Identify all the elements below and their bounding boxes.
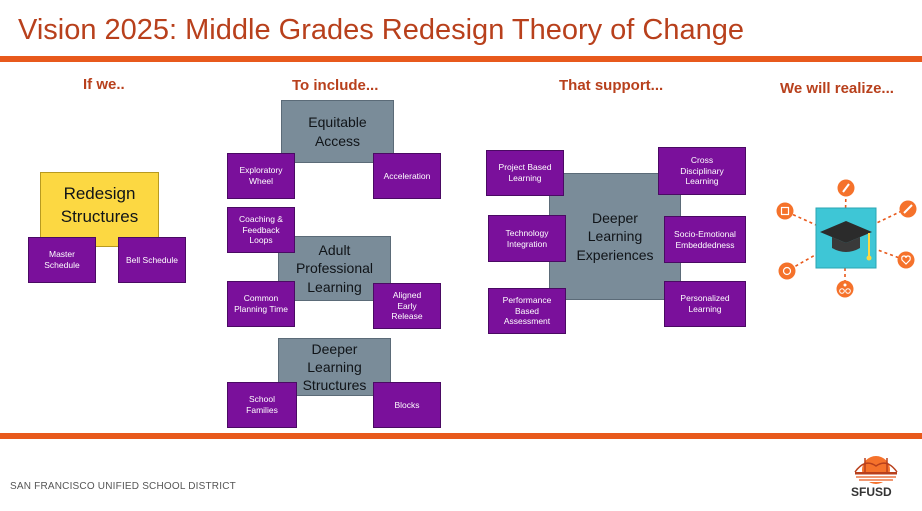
common-planning-time-box: Common Planning Time <box>227 281 295 327</box>
exploratory-wheel-box: Exploratory Wheel <box>227 153 295 199</box>
performance-based-assessment-box: Performance Based Assessment <box>488 288 566 334</box>
blocks-box: Blocks <box>373 382 441 428</box>
pencil-icon <box>837 179 855 197</box>
globe-icon <box>776 202 794 220</box>
cross-disciplinary-learning-box: Cross Disciplinary Learning <box>658 147 746 195</box>
district-name: SAN FRANCISCO UNIFIED SCHOOL DISTRICT <box>10 481 236 492</box>
sfusd-logo-icon <box>854 456 898 484</box>
school-families-box: School Families <box>227 382 297 428</box>
socio-emotional-embeddedness-box: Socio-Emotional Embeddedness <box>664 216 746 263</box>
personalized-learning-box: Personalized Learning <box>664 281 746 327</box>
header-if-we: If we.. <box>83 76 125 93</box>
redesign-structures-box: Redesign Structures <box>40 172 159 247</box>
acceleration-box: Acceleration <box>373 153 441 199</box>
sfusd-logo-text: SFUSD <box>851 485 892 499</box>
project-based-learning-box: Project Based Learning <box>486 150 564 196</box>
bottom-divider <box>0 433 922 439</box>
brain-icon <box>778 262 796 280</box>
header-we-will-realize: We will realize... <box>780 80 894 97</box>
heart-icon <box>897 251 915 269</box>
adult-professional-learning-box: Adult Professional Learning <box>278 236 391 301</box>
aligned-early-release-box: Aligned Early Release <box>373 283 441 329</box>
top-divider <box>0 56 922 62</box>
technology-integration-box: Technology Integration <box>488 215 566 262</box>
master-schedule-box: Master Schedule <box>28 237 96 283</box>
bell-schedule-box: Bell Schedule <box>118 237 186 283</box>
graduation-cap-icon <box>820 221 872 261</box>
coaching-feedback-loops-box: Coaching & Feedback Loops <box>227 207 295 253</box>
bicycle-icon <box>836 280 854 298</box>
hand-icon <box>899 200 917 218</box>
deeper-learning-structures-box: Deeper Learning Structures <box>278 338 391 396</box>
header-to-include: To include... <box>292 77 379 94</box>
graduation-outcomes-graphic <box>776 179 917 298</box>
equitable-access-box: Equitable Access <box>281 100 394 163</box>
header-that-support: That support... <box>559 77 664 94</box>
page-title: Vision 2025: Middle Grades Redesign Theo… <box>18 14 744 46</box>
